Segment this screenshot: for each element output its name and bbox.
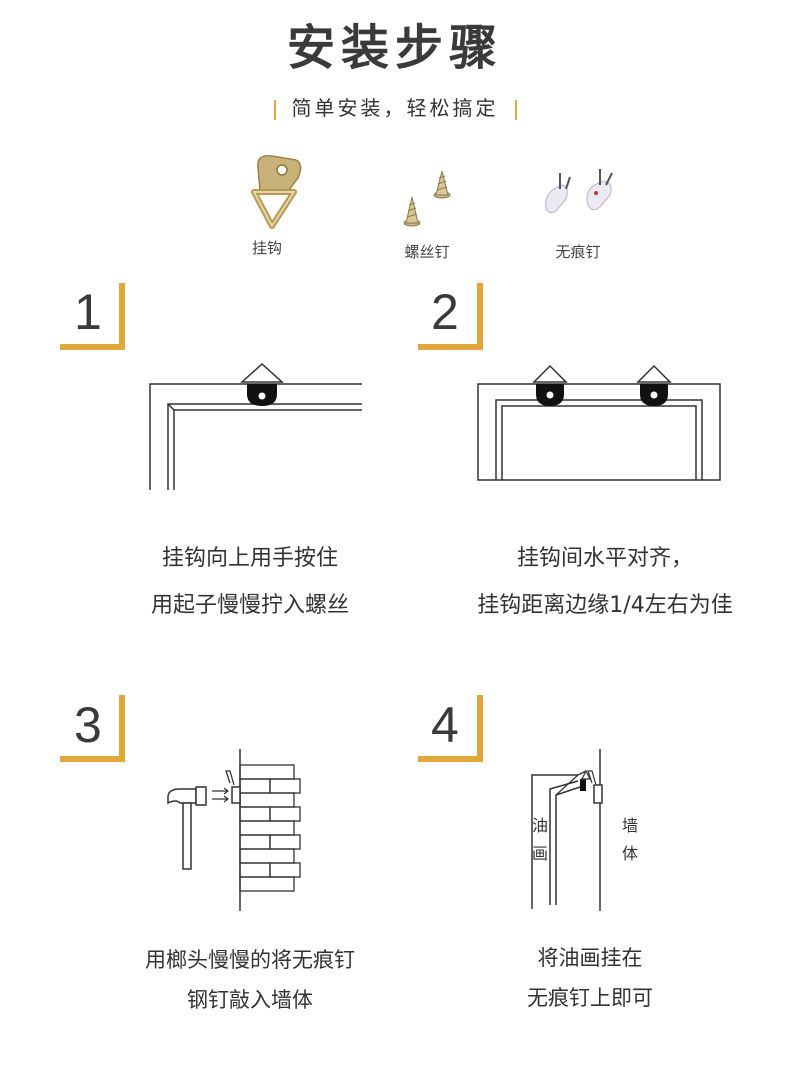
- d-ring-hook-icon: [251, 155, 302, 229]
- step-text-1: 挂钩向上用手按住 用起子慢慢拧入螺丝: [100, 535, 400, 629]
- step-1-line-1: 挂钩向上用手按住: [161, 546, 338, 571]
- step-3-line-2: 钢钉敲入墙体: [187, 988, 313, 1012]
- step-corner-2: [418, 283, 483, 350]
- wall-label: 墙体: [622, 816, 639, 863]
- diagram-step-3: [167, 749, 301, 911]
- step-2-line-2: 挂钩距离边缘1/4左右为佳: [477, 593, 733, 618]
- step-text-3: 用榔头慢慢的将无痕钉 钢钉敲入墙体: [80, 940, 420, 1020]
- seamless-nail-icon: [545, 169, 613, 214]
- subtitle-bar-left: [273, 99, 276, 120]
- painting-label: 油画: [532, 816, 549, 863]
- step-4-line-1: 将油画挂在: [537, 946, 643, 970]
- page-title: 安装步骤: [286, 20, 503, 76]
- step-corner-3: [60, 695, 125, 762]
- subtitle-bar-right: [514, 99, 517, 120]
- step-number-4: 4: [431, 697, 459, 753]
- step-corner-4: [418, 695, 483, 762]
- step-1-line-2: 用起子慢慢拧入螺丝: [150, 593, 349, 618]
- diagram-step-1: [149, 362, 362, 490]
- step-text-4: 将油画挂在 无痕钉上即可: [440, 938, 740, 1018]
- tool-label-seamless-nail: 无痕钉: [555, 243, 601, 261]
- step-2-line-1: 挂钩间水平对齐，: [516, 546, 693, 571]
- diagram-step-2: [477, 364, 721, 481]
- step-corner-1: [60, 283, 125, 350]
- tool-label-hook: 挂钩: [251, 239, 282, 257]
- step-number-2: 2: [431, 284, 459, 340]
- step-3-line-1: 用榔头慢慢的将无痕钉: [145, 948, 355, 972]
- subtitle-text: 简单安装，轻松搞定: [291, 96, 499, 120]
- step-text-2: 挂钩间水平对齐， 挂钩距离边缘1/4左右为佳: [440, 535, 770, 629]
- step-4-line-2: 无痕钉上即可: [527, 986, 653, 1010]
- screws-icon: [403, 170, 451, 227]
- diagram-step-4: [531, 749, 603, 911]
- step-number-3: 3: [74, 697, 102, 753]
- tool-label-screws: 螺丝钉: [404, 243, 450, 261]
- subtitle: 简单安装，轻松搞定: [0, 92, 790, 121]
- step-number-1: 1: [74, 284, 102, 340]
